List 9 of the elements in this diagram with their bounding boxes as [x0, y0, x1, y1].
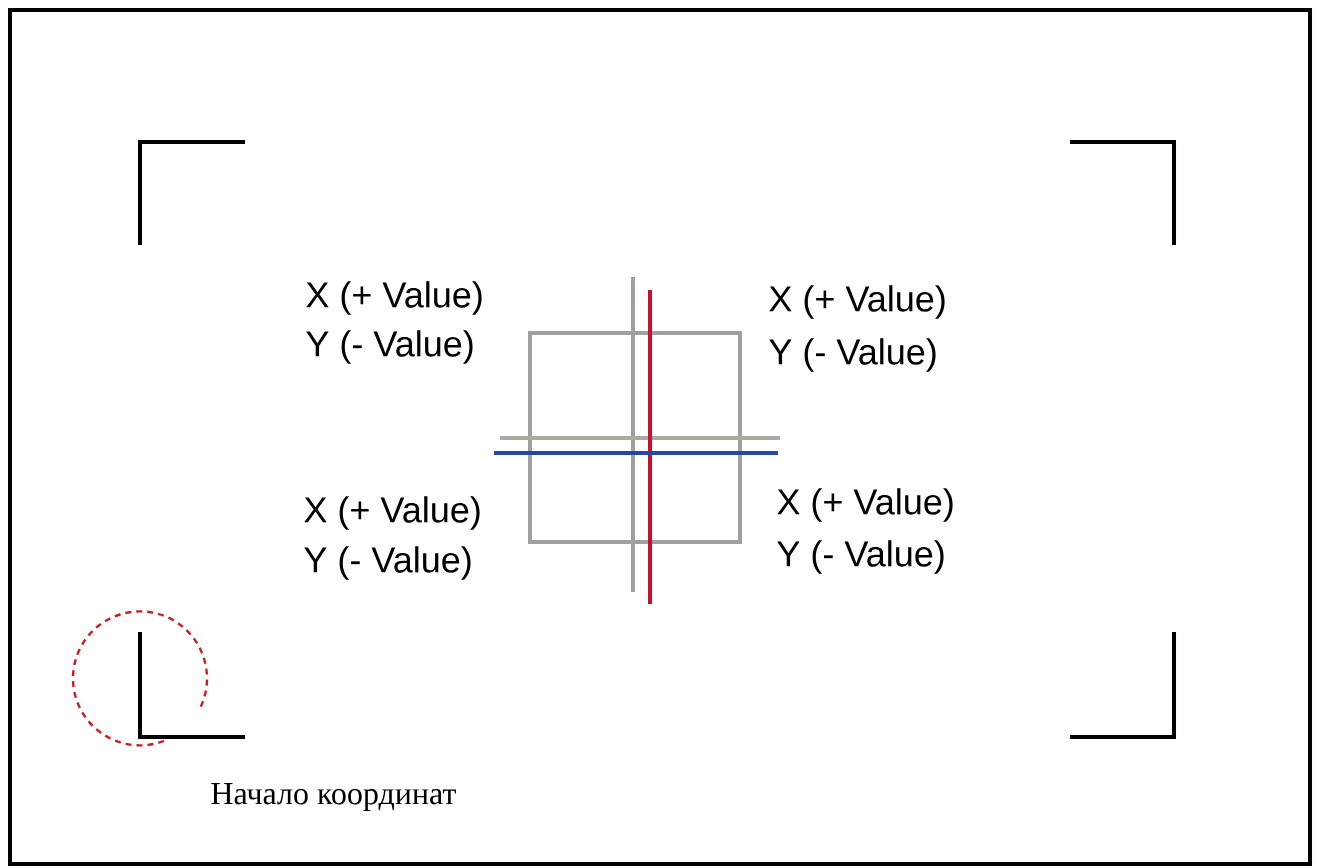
text-label: X (+ Value)	[769, 285, 945, 319]
text-label: Y (- Value)	[306, 330, 473, 364]
text-label: X (+ Value)	[304, 496, 480, 530]
text-label: X (+ Value)	[777, 488, 953, 522]
text-label: Y (- Value)	[304, 546, 471, 580]
text-label: Y (- Value)	[777, 540, 944, 574]
text-label: Y (- Value)	[769, 338, 936, 372]
text-label: X (+ Value)	[306, 281, 482, 315]
text-label: Начало координат	[211, 783, 456, 811]
